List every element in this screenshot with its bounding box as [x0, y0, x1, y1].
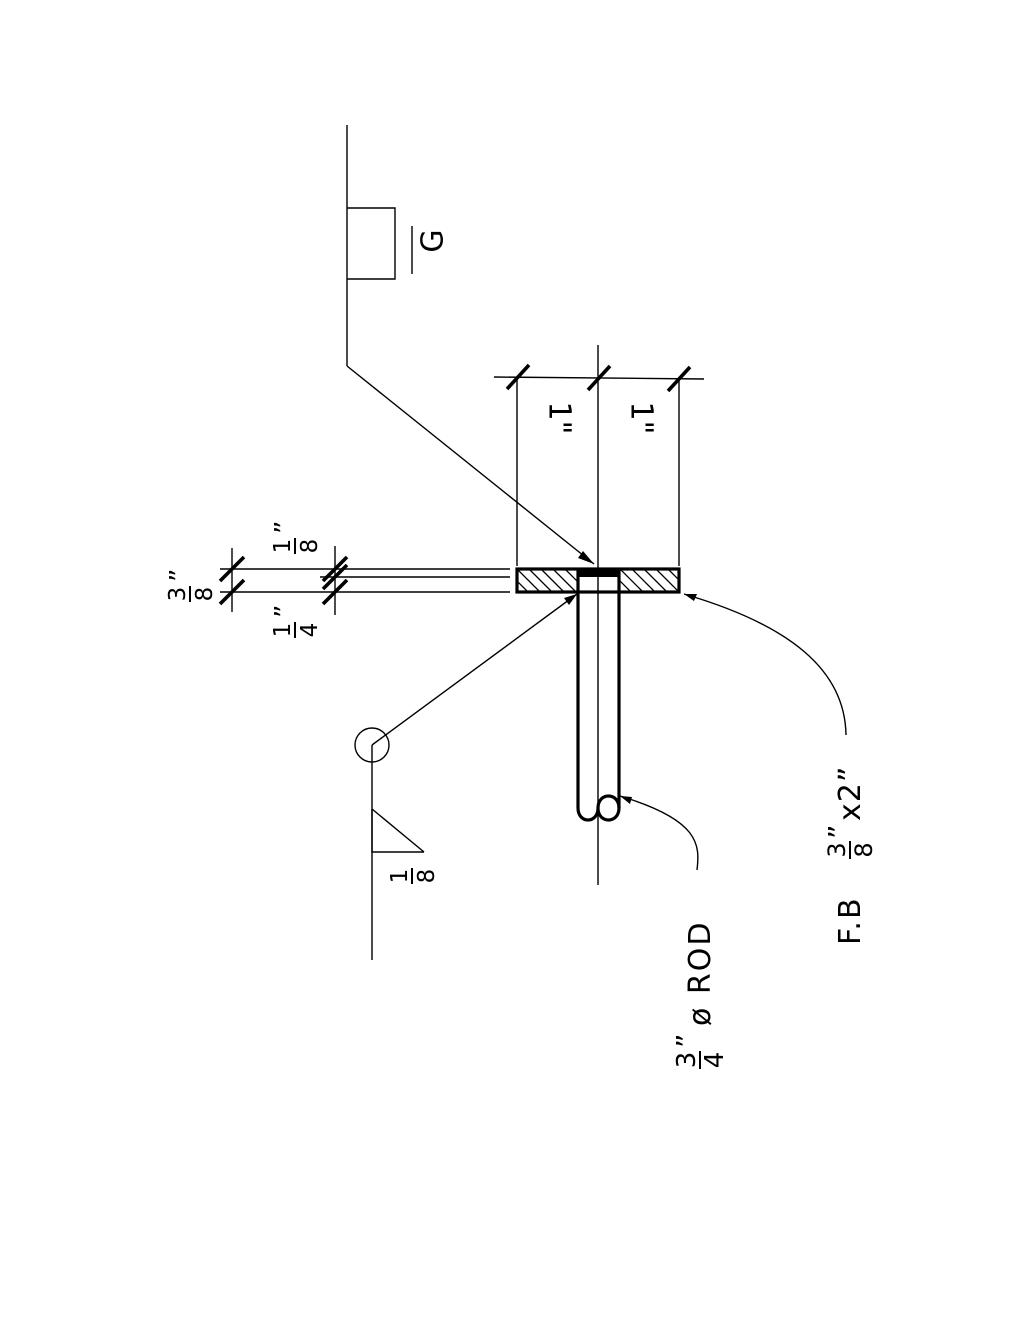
dimension-tick [218, 555, 246, 583]
rod-leader-arrow [620, 796, 632, 804]
svg-text:ø ROD: ø ROD [683, 921, 718, 1026]
dimension-tick [321, 578, 349, 606]
weld-size-label: 1 8 [387, 868, 440, 884]
dimension-tick [321, 555, 349, 583]
flat-bar-plate [515, 567, 681, 594]
svg-text:1: 1 [270, 539, 296, 554]
rod [576, 569, 621, 822]
weld-grade-text: G [416, 229, 451, 252]
dimension-text-lower: 1" [624, 402, 659, 435]
flat-bar-label: F.B 3 8 ” x2” [822, 766, 878, 945]
svg-text:x2”: x2” [833, 766, 868, 821]
weld-leader-line [346, 365, 595, 565]
svg-text:4: 4 [297, 623, 323, 638]
weld-leader-arrow [578, 551, 594, 564]
rod-callout: 3 4 ” ø ROD [619, 795, 730, 1069]
svg-text:1: 1 [387, 869, 413, 884]
rod-leader-line [619, 795, 699, 871]
svg-text:1: 1 [270, 623, 296, 638]
svg-text:”: ” [822, 824, 855, 839]
fillet-weld-symbol: 1 8 [354, 593, 578, 960]
svg-text:3: 3 [672, 1052, 702, 1069]
dimension-tick [218, 578, 246, 606]
svg-text:”: ” [670, 1033, 703, 1048]
svg-text:3: 3 [823, 842, 851, 857]
dimension-tick [321, 563, 349, 591]
weld-all-around-circle [354, 727, 390, 763]
svg-text:4: 4 [700, 1052, 730, 1069]
flat-bar-callout: F.B 3 8 ” x2” [683, 593, 878, 945]
svg-text:8: 8 [297, 539, 323, 554]
dimension-one-quarter: 1 4 ” [270, 605, 323, 638]
svg-text:”: ” [270, 605, 300, 618]
dimension-tick [505, 363, 531, 391]
dimension-text-upper: 1" [542, 402, 577, 435]
weld-leader-arrow [564, 594, 577, 605]
fillet-triangle-hypotenuse [371, 808, 425, 853]
dimension-three-eighths: 3 8 ” [165, 569, 218, 602]
thickness-dimensions: 3 8 ” 1 8 ” 1 4 ” [165, 521, 510, 638]
weld-flag-box [347, 207, 396, 280]
rod-label: 3 4 ” ø ROD [670, 921, 730, 1069]
weld-symbol-grade: G [346, 125, 595, 565]
rod-break-symbol [576, 794, 621, 822]
flat-bar-leader-arrow [684, 594, 697, 601]
dimension-one-eighth: 1 8 ” [270, 521, 323, 554]
weld-bead [578, 569, 619, 577]
svg-text:8: 8 [850, 842, 878, 857]
flat-bar-leader-line [683, 593, 847, 736]
weld-leader-line [371, 593, 578, 746]
fillet-triangle [371, 809, 424, 853]
plate-hatch-lower [620, 569, 679, 592]
svg-text:8: 8 [414, 869, 440, 884]
flat-bar-dimension: 1" 1" [493, 363, 705, 566]
dimension-tick [666, 365, 692, 393]
svg-text:”: ” [165, 569, 195, 582]
svg-text:F.B: F.B [833, 896, 868, 945]
svg-text:”: ” [270, 521, 300, 534]
svg-text:8: 8 [192, 587, 218, 602]
svg-text:3: 3 [165, 587, 191, 602]
dimension-tick [586, 364, 612, 392]
